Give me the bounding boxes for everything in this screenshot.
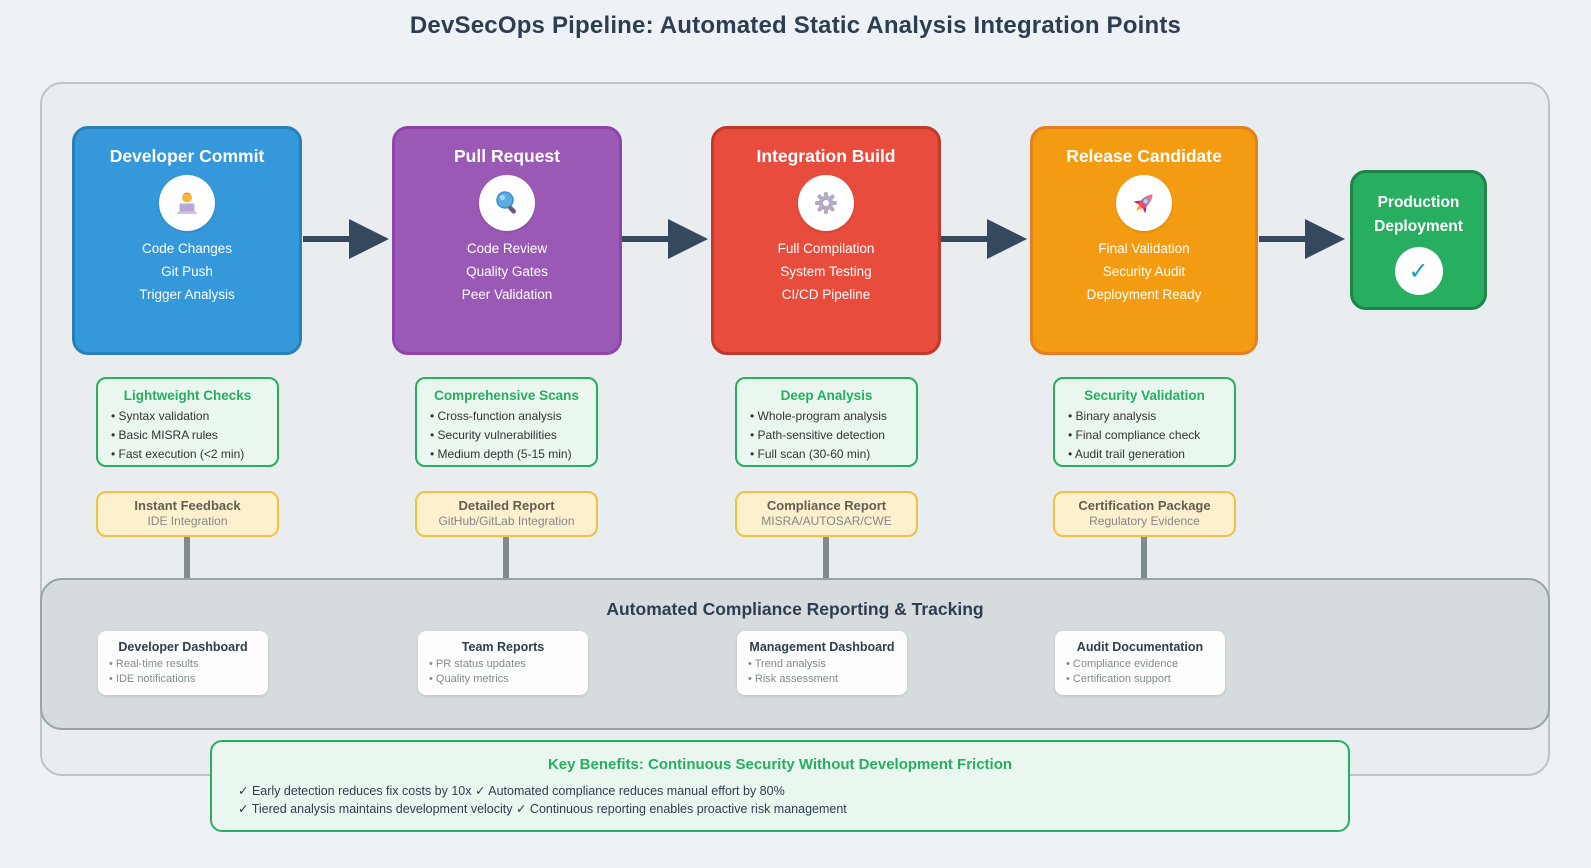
analysis-item: Fast execution (<2 min) bbox=[98, 445, 277, 464]
key-benefits-line: ✓ Tiered analysis maintains development … bbox=[238, 802, 847, 816]
reporting-title: Automated Compliance Reporting & Trackin… bbox=[606, 599, 984, 619]
stage-item: Peer Validation bbox=[461, 287, 553, 302]
analysis-item: Audit trail generation bbox=[1055, 445, 1234, 464]
reporting-band: Automated Compliance Reporting & Trackin… bbox=[40, 578, 1550, 730]
analysis-item: Medium depth (5-15 min) bbox=[417, 445, 596, 464]
arrow-pr-to-build bbox=[622, 219, 712, 259]
stage-title: Developer Commit bbox=[109, 146, 265, 166]
gear-icon bbox=[798, 175, 854, 231]
key-benefits-line: ✓ Early detection reduces fix costs by 1… bbox=[238, 784, 785, 798]
feedback-subtitle: Regulatory Evidence bbox=[1089, 514, 1200, 528]
card-item: Certification support bbox=[1055, 672, 1225, 687]
stage-production-deployment: Production Deployment ✓ bbox=[1350, 170, 1487, 310]
feedback-title: Certification Package bbox=[1078, 498, 1211, 513]
arrow-build-to-release bbox=[941, 219, 1031, 259]
stage-item: Quality Gates bbox=[466, 264, 548, 279]
analysis-title: Security Validation bbox=[1084, 388, 1205, 403]
stage-pull-request: Pull Request Code Review Quality Gates P… bbox=[392, 126, 622, 355]
feedback-certification-package: Certification Package Regulatory Evidenc… bbox=[1053, 491, 1236, 537]
feedback-subtitle: MISRA/AUTOSAR/CWE bbox=[761, 514, 892, 528]
card-item: Real-time results bbox=[98, 657, 268, 672]
card-title: Team Reports bbox=[461, 640, 545, 654]
card-item: PR status updates bbox=[418, 657, 588, 672]
rocket-icon bbox=[1116, 175, 1172, 231]
stage-item: Git Push bbox=[161, 264, 213, 279]
card-audit-documentation: Audit Documentation Compliance evidence … bbox=[1055, 631, 1225, 695]
card-item: Quality metrics bbox=[418, 672, 588, 687]
stage-title: Release Candidate bbox=[1066, 146, 1222, 166]
stage-item: CI/CD Pipeline bbox=[781, 287, 871, 302]
analysis-item: Final compliance check bbox=[1055, 426, 1234, 445]
card-item: Risk assessment bbox=[737, 672, 907, 687]
analysis-item: Security vulnerabilities bbox=[417, 426, 596, 445]
stage-item: Deployment Ready bbox=[1086, 287, 1202, 302]
key-benefits-title: Key Benefits: Continuous Security Withou… bbox=[547, 756, 1013, 773]
card-item: Trend analysis bbox=[737, 657, 907, 672]
analysis-item: Binary analysis bbox=[1055, 407, 1234, 426]
stage-item: Code Review bbox=[466, 241, 548, 256]
card-item: Compliance evidence bbox=[1055, 657, 1225, 672]
stage-item: Full Compilation bbox=[777, 241, 875, 256]
analysis-item: Cross-function analysis bbox=[417, 407, 596, 426]
stage-developer-commit: Developer Commit Code Changes Git Push T… bbox=[72, 126, 302, 355]
stage-item: Final Validation bbox=[1098, 241, 1190, 256]
analysis-title: Comprehensive Scans bbox=[434, 388, 579, 403]
feedback-compliance-report: Compliance Report MISRA/AUTOSAR/CWE bbox=[735, 491, 918, 537]
key-benefits-panel: Key Benefits: Continuous Security Withou… bbox=[210, 740, 1350, 832]
feedback-title: Detailed Report bbox=[458, 498, 555, 513]
stage-item: Code Changes bbox=[141, 241, 233, 256]
stage-item: Security Audit bbox=[1102, 264, 1186, 279]
stage-title: Integration Build bbox=[756, 146, 896, 166]
card-title: Management Dashboard bbox=[749, 640, 895, 654]
stage-title: Pull Request bbox=[454, 146, 560, 166]
stage-item: System Testing bbox=[780, 264, 872, 279]
arrow-commit-to-pr bbox=[303, 219, 393, 259]
analysis-item: Syntax validation bbox=[98, 407, 277, 426]
analysis-title: Lightweight Checks bbox=[123, 388, 252, 403]
stage-release-candidate: Release Candidate Final Validation Secur… bbox=[1030, 126, 1258, 355]
stage-title: Production Deployment bbox=[1374, 194, 1463, 235]
arrow-release-to-production bbox=[1259, 219, 1349, 259]
analysis-comprehensive-scans: Comprehensive Scans Cross-function analy… bbox=[415, 377, 598, 467]
card-developer-dashboard: Developer Dashboard Real-time results ID… bbox=[98, 631, 268, 695]
feedback-title: Instant Feedback bbox=[134, 498, 241, 513]
feedback-subtitle: GitHub/GitLab Integration bbox=[438, 514, 575, 528]
stage-integration-build: Integration Build Full Compilation Syste… bbox=[711, 126, 941, 355]
page-title: DevSecOps Pipeline: Automated Static Ana… bbox=[409, 12, 1182, 39]
feedback-subtitle: IDE Integration bbox=[147, 514, 228, 528]
analysis-lightweight-checks: Lightweight Checks Syntax validation Bas… bbox=[96, 377, 279, 467]
magnifier-icon bbox=[479, 175, 535, 231]
card-title: Developer Dashboard bbox=[118, 640, 248, 654]
feedback-detailed-report: Detailed Report GitHub/GitLab Integratio… bbox=[415, 491, 598, 537]
analysis-item: Basic MISRA rules bbox=[98, 426, 277, 445]
analysis-item: Path-sensitive detection bbox=[737, 426, 916, 445]
card-management-dashboard: Management Dashboard Trend analysis Risk… bbox=[737, 631, 907, 695]
check-icon: ✓ bbox=[1394, 247, 1443, 295]
analysis-deep-analysis: Deep Analysis Whole-program analysis Pat… bbox=[735, 377, 918, 467]
card-team-reports: Team Reports PR status updates Quality m… bbox=[418, 631, 588, 695]
technologist-icon bbox=[159, 175, 215, 231]
feedback-instant-feedback: Instant Feedback IDE Integration bbox=[96, 491, 279, 537]
analysis-security-validation: Security Validation Binary analysis Fina… bbox=[1053, 377, 1236, 467]
analysis-title: Deep Analysis bbox=[780, 388, 873, 403]
feedback-title: Compliance Report bbox=[766, 498, 887, 513]
card-item: IDE notifications bbox=[98, 672, 268, 687]
analysis-item: Full scan (30-60 min) bbox=[737, 445, 916, 464]
analysis-item: Whole-program analysis bbox=[737, 407, 916, 426]
card-title: Audit Documentation bbox=[1076, 640, 1204, 654]
stage-item: Trigger Analysis bbox=[139, 287, 235, 302]
